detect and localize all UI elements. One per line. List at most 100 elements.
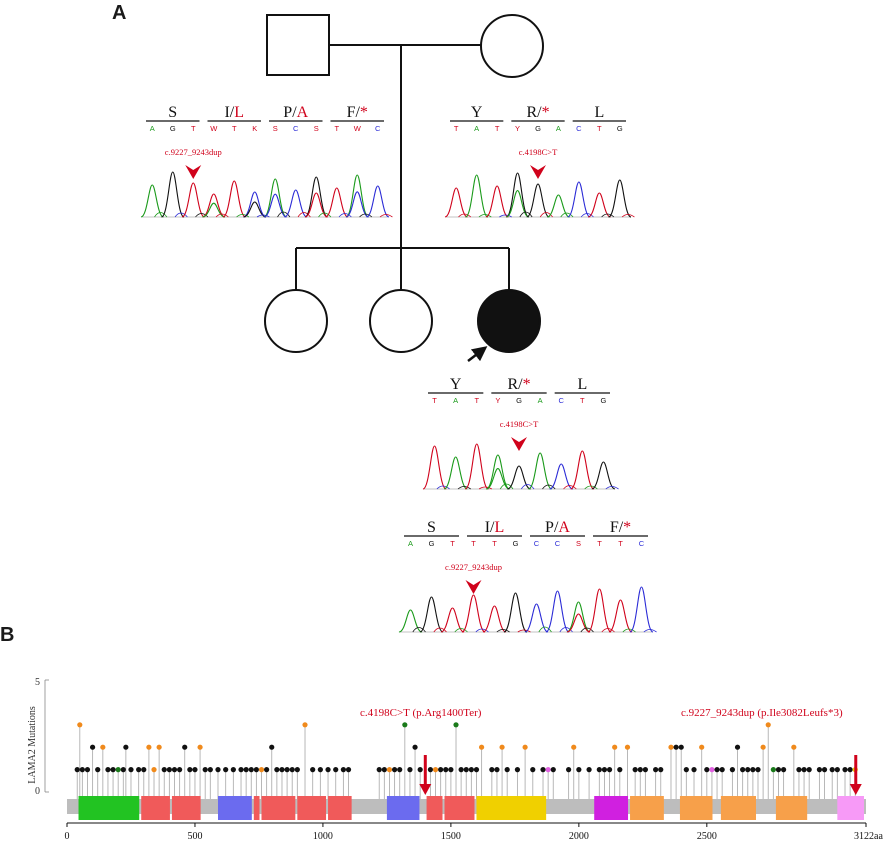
- base-call: A: [150, 124, 155, 133]
- mutation-dot: [269, 744, 275, 750]
- mutation-dot: [658, 767, 664, 773]
- base-call: W: [354, 124, 362, 133]
- base-call: K: [252, 124, 257, 133]
- mutation-dot: [719, 767, 725, 773]
- mutation-label: c.9227_9243dup: [445, 562, 502, 572]
- protein-domain: [78, 796, 140, 820]
- trace-noise: [457, 486, 471, 490]
- mutation-dot: [847, 767, 853, 773]
- mutation-dot: [187, 767, 193, 773]
- mutation-dot: [215, 767, 221, 773]
- trace-noise: [277, 211, 291, 218]
- protein-domain: [679, 796, 713, 820]
- trace-peak: [222, 180, 246, 218]
- trace-peak: [243, 201, 267, 218]
- trace-peak: [202, 193, 226, 218]
- trace-noise: [563, 485, 577, 490]
- amino-acid-label: F/*: [347, 104, 368, 121]
- trace-peak: [263, 178, 288, 218]
- protein-domain: [297, 796, 327, 820]
- trace-peak: [325, 187, 349, 218]
- trace-noise: [622, 628, 636, 633]
- mutation-dot: [571, 744, 577, 750]
- mutation-dot: [806, 767, 812, 773]
- base-call: Y: [495, 396, 500, 405]
- base-call: T: [450, 539, 455, 548]
- trace-noise: [174, 212, 188, 218]
- trace-peak: [505, 172, 530, 218]
- base-call: G: [513, 539, 519, 548]
- trace-noise: [580, 627, 594, 633]
- protein-domain: [426, 796, 443, 820]
- trace-noise: [601, 213, 615, 218]
- base-call: T: [432, 396, 437, 405]
- mutation-arrow-icon: [530, 165, 546, 179]
- mutation-dot: [407, 767, 413, 773]
- trace-peak: [570, 450, 595, 490]
- x-tick-label: 0: [65, 831, 70, 842]
- protein-domain: [217, 796, 252, 820]
- mutation-dot: [151, 767, 157, 773]
- trace-peak: [464, 174, 489, 218]
- mutation-dot: [264, 767, 270, 773]
- trace-noise: [499, 483, 514, 490]
- base-call: G: [535, 124, 541, 133]
- trace-noise: [542, 484, 556, 490]
- pedigree: [264, 14, 544, 362]
- trace-peak: [546, 194, 570, 218]
- amino-acid-label: F/*: [610, 519, 631, 536]
- mutation-dot: [734, 744, 741, 750]
- mutation-dot: [294, 767, 300, 773]
- mutation-dot: [624, 744, 631, 750]
- mutation-dot: [427, 767, 434, 773]
- base-call: G: [516, 396, 522, 405]
- base-call: S: [273, 124, 278, 133]
- mutation-dot: [279, 767, 285, 773]
- trace-peak: [304, 176, 329, 218]
- trace-noise: [539, 212, 553, 218]
- protein-domain: [253, 796, 260, 820]
- protein-domain: [775, 796, 808, 820]
- mutation-dot: [141, 767, 147, 773]
- mutation-dot: [223, 767, 229, 773]
- trace-peak: [608, 599, 633, 633]
- mutation-dot: [683, 767, 689, 773]
- mutation-dot: [192, 767, 198, 773]
- x-tick-label: 500: [187, 831, 202, 842]
- base-call: T: [495, 124, 500, 133]
- protein-domain: [386, 796, 420, 820]
- mutation-dot: [678, 744, 684, 750]
- base-call: T: [597, 539, 602, 548]
- mutation-dot: [238, 767, 244, 773]
- trace-noise: [475, 628, 489, 633]
- mutation-dot: [123, 744, 129, 750]
- trace-peak: [526, 183, 550, 218]
- trace-noise: [412, 627, 426, 633]
- mutation-dot: [791, 744, 797, 750]
- mutation-dot: [514, 767, 521, 773]
- mutation-dot: [842, 767, 848, 773]
- proband-arrow-icon: [467, 346, 488, 362]
- trace-noise: [601, 628, 615, 633]
- trace-peak: [566, 601, 591, 633]
- trace-peak: [485, 454, 510, 490]
- trace-noise: [297, 212, 311, 218]
- trace-peak: [398, 609, 423, 633]
- trace-peak: [345, 174, 370, 218]
- trace-noise: [560, 212, 574, 218]
- trace-noise: [458, 213, 472, 218]
- trace-peak: [524, 603, 549, 633]
- mutation-dot: [458, 767, 464, 773]
- protein-domain: [328, 796, 352, 820]
- mutation-dot: [453, 722, 459, 728]
- base-call: G: [601, 396, 607, 405]
- mutation-dot: [110, 767, 116, 773]
- base-call: G: [617, 124, 623, 133]
- mutation-dot: [576, 767, 582, 773]
- mutation-dot: [653, 767, 659, 773]
- mutation-dot: [171, 767, 178, 773]
- trace-noise: [215, 213, 229, 218]
- base-call: C: [534, 539, 540, 548]
- trace-peak: [419, 596, 444, 633]
- trace-peak: [140, 184, 164, 218]
